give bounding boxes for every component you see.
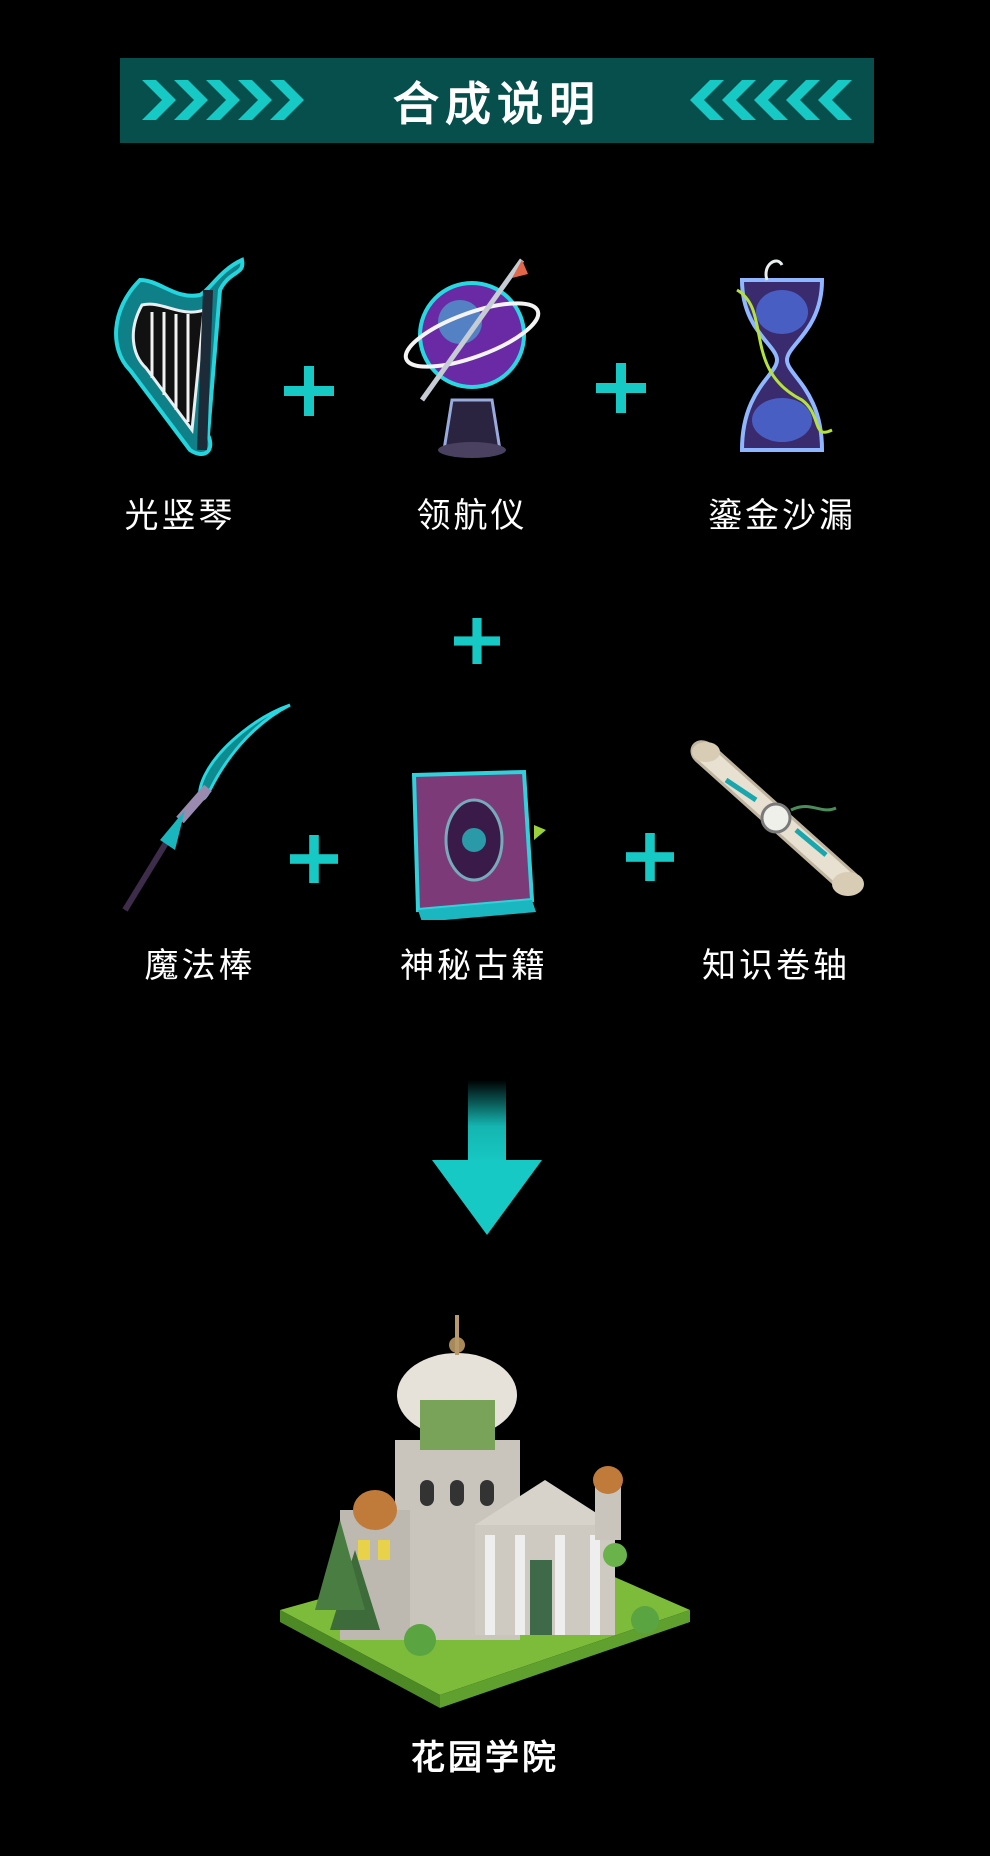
plus-icon [626,833,674,881]
ingredient-label: 光竖琴 [124,496,236,536]
ingredient-label: 神秘古籍 [400,946,548,986]
result-item: 花园学院 [270,1310,700,1778]
hourglass-icon [736,259,833,452]
book-icon [411,769,546,920]
harp-icon [114,257,245,456]
plus-icon [596,363,646,413]
plus-icon [454,618,500,664]
chevrons-right-icon [142,80,304,120]
plus-icon [290,835,338,883]
plus-icon [284,366,334,416]
ingredient-label: 鎏金沙漏 [708,496,856,536]
ingredient-harp: 光竖琴 [80,250,280,550]
ingredient-label: 知识卷轴 [702,946,850,986]
ingredient-wand: 魔法棒 [100,700,300,1000]
ingredient-navigator: 领航仪 [372,250,572,550]
ingredient-label: 魔法棒 [144,946,256,986]
wand-icon [122,703,291,912]
result-label: 花园学院 [411,1738,559,1778]
page-title: 合成说明 [393,76,601,131]
chevrons-left-icon [690,80,852,120]
ingredient-label: 领航仪 [416,496,528,536]
ingredient-book: 神秘古籍 [374,700,574,1000]
title-banner: 合成说明 [120,58,874,143]
ingredient-scroll: 知识卷轴 [676,700,876,1000]
arrow-down-icon [432,1080,542,1235]
scroll-icon [690,740,864,896]
academy-building-icon [280,1315,690,1708]
ingredient-hourglass: 鎏金沙漏 [682,250,882,550]
globe-icon [403,258,541,458]
